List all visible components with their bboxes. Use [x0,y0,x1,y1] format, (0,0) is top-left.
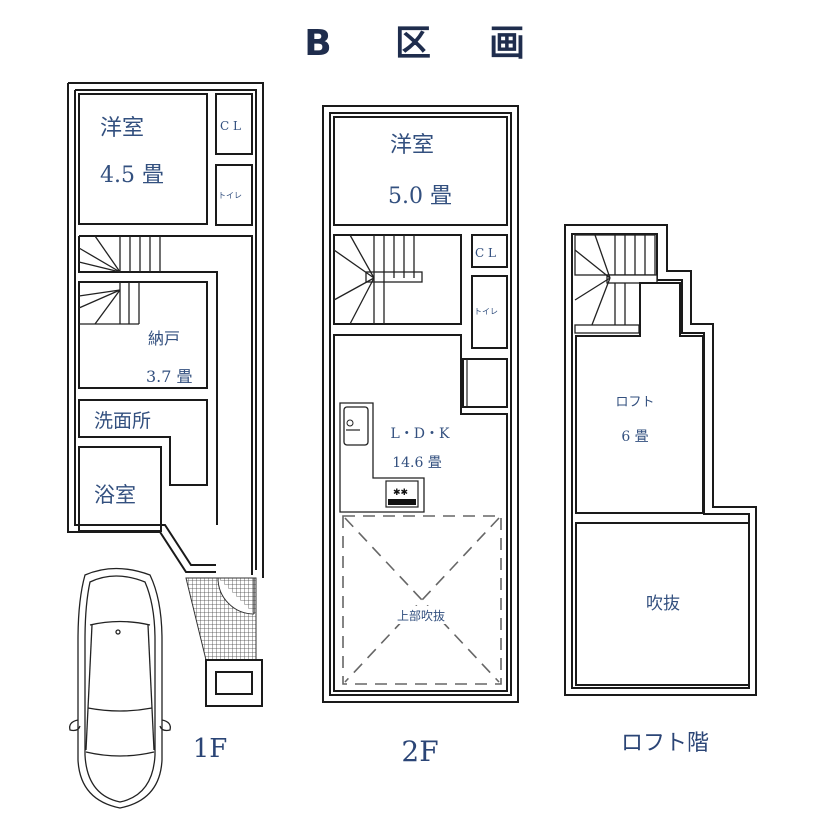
floor-1f-plan: 洋室 4.5 畳 C L トイレ [67,82,264,809]
stairs-lower-1f [78,282,140,325]
room-storage-size: 3.7 畳 [146,367,193,386]
void-diagonal-1 [344,517,500,683]
void-above-label: 上部吹抜 [397,608,445,623]
entrance-door-swing [217,577,255,615]
title-letter: B [304,23,331,64]
title-kanji-kaku: 画 [489,23,525,64]
entrance-step [205,659,263,707]
bathroom-label: 浴室 [94,483,136,507]
room-western-size: 4.5 畳 [100,163,164,188]
inner-wall-1f [74,89,257,570]
inner-wall-loft [571,233,750,689]
room-bathroom [78,446,162,532]
inner-wall-2f [329,112,512,696]
floor-loft-plan: ロフト 6 畳 吹抜 ロフト階 [564,224,757,756]
floor-2f-plan: 洋室 5.0 畳 C L トイレ [322,105,519,768]
stove-burners: ✱✱ [393,488,408,498]
loft-label: ロフト [615,395,654,410]
floor-label-1f: 1F [193,734,228,764]
floor-label-2f: 2F [401,735,438,768]
closet-label-2f: C L [475,246,496,260]
kitchen-counter [339,402,425,513]
outer-wall-loft [564,224,757,696]
washroom-label: 洗面所 [94,410,151,432]
room-western-4-5 [78,93,208,225]
toilet-label-1f: トイレ [218,191,242,200]
title: B 区 画 [304,23,525,64]
parking-car-icon [69,567,171,809]
toilet-label-2f: トイレ [474,307,498,316]
outer-wall-2f [322,105,519,703]
room-toilet-2f [471,275,508,349]
stairwell-2f [333,234,462,325]
void-diagonal-2 [344,517,500,683]
room-ldk [333,334,508,692]
stairs-2f [333,234,423,325]
room-closet-1f [215,93,253,155]
stair-hall-wall-1f [78,235,253,575]
ldk-label: L・D・K [391,426,451,442]
room-storage-label: 納戸 [148,329,180,348]
ldk-size: 14.6 畳 [392,455,442,471]
room-western-5-0 [333,116,508,226]
room-loft [575,282,704,514]
room-toilet-1f [215,164,253,226]
floor-label-loft: ロフト階 [621,731,709,756]
room-closet-2f [471,234,508,268]
room-washroom [78,399,208,486]
title-kanji-ku: 区 [395,23,431,64]
kitchen-sink-icon [343,406,369,446]
room-storage [78,281,208,389]
room-western-size-2f: 5.0 畳 [388,184,452,209]
room-void [575,522,750,686]
closet-label-1f: C L [220,119,241,133]
stairs-upper-1f [78,235,161,273]
room-western-label-2f: 洋室 [390,133,434,158]
loft-size: 6 畳 [621,429,648,445]
entrance-step-inner [215,671,253,695]
room-western-label: 洋室 [100,116,144,141]
stairs-loft [574,234,658,334]
storage-box-2f [462,358,508,408]
void-label: 吹抜 [646,594,680,614]
void-above-outline [342,515,502,685]
